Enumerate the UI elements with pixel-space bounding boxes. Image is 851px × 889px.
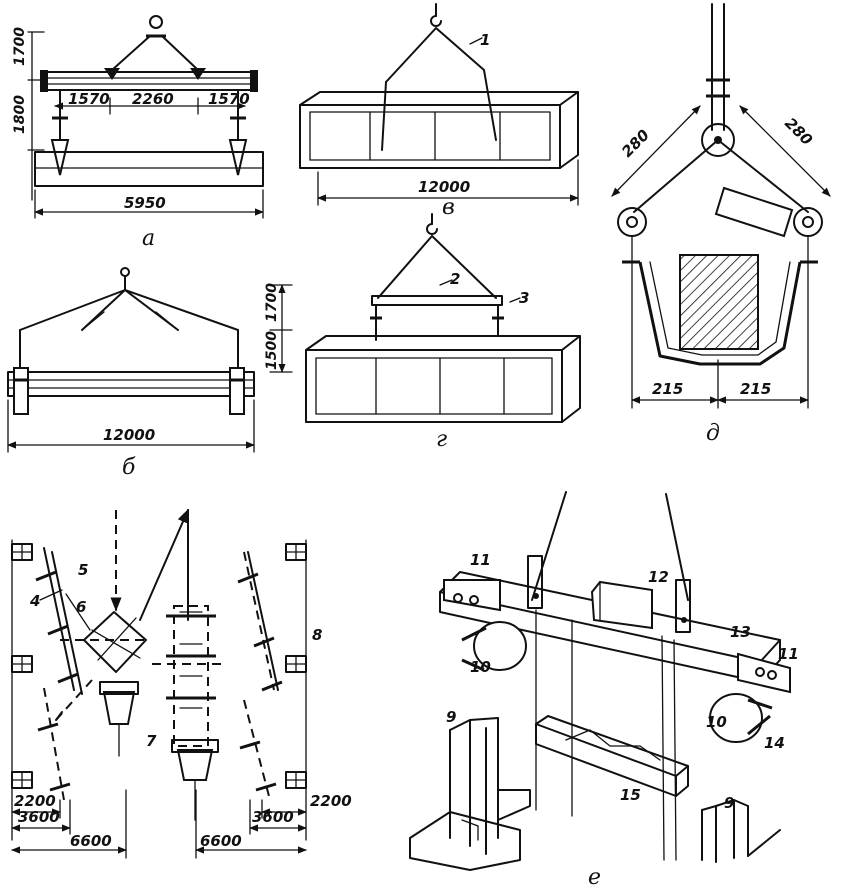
dim-lower-height: 1800 <box>12 95 28 134</box>
label-9a: 9 <box>446 708 456 726</box>
caption-g: г <box>436 427 447 452</box>
label-4: 4 <box>29 592 40 610</box>
label-1: 1 <box>480 31 490 49</box>
label-13: 13 <box>730 623 751 641</box>
panel-b: 1700 1500 12000 б <box>7 267 293 480</box>
dim-d2: 3600 <box>18 808 60 826</box>
panel-v: 1 12000 в <box>299 3 579 220</box>
load-beam <box>7 371 255 397</box>
caption-d: д <box>706 421 720 446</box>
dim-right-arm: 280 <box>781 114 816 149</box>
crane-ropes <box>531 491 689 601</box>
truss-top <box>305 335 581 351</box>
lifting-beam <box>371 295 503 306</box>
label-9b: 9 <box>724 794 734 812</box>
label-3: 3 <box>519 289 529 307</box>
dim-d3: 6600 <box>70 832 112 850</box>
crane-bucket-icon <box>102 691 136 725</box>
column-right <box>701 799 749 863</box>
sling-lines <box>19 289 239 331</box>
sling-clamps <box>104 68 206 80</box>
panel-plan: 5 4 6 7 8 2200 3600 6600 6600 3600 2200 <box>11 508 352 859</box>
dim-top-height: 1700 <box>264 283 280 322</box>
load-truss <box>34 151 264 187</box>
traverse-beam <box>44 71 254 91</box>
dim-d4: 6600 <box>200 832 242 850</box>
label-14: 14 <box>764 734 785 752</box>
label-11a: 11 <box>470 551 491 569</box>
panel-g: 2 3 г <box>305 213 581 452</box>
label-10b: 10 <box>706 713 727 731</box>
dim-mid: 2260 <box>132 90 174 108</box>
dim-top-height: 1700 <box>12 27 28 66</box>
column-markers-right <box>285 543 307 789</box>
dim-d5: 3600 <box>252 808 294 826</box>
caption-v: в <box>442 195 455 220</box>
sling-lines <box>111 35 199 71</box>
label-11b: 11 <box>778 645 799 663</box>
caption-e: е <box>588 865 601 889</box>
dim-left-half: 215 <box>652 380 683 398</box>
column-left <box>449 717 499 855</box>
counterweight <box>714 186 794 238</box>
hanging-chains <box>535 609 677 861</box>
dim-left-arm: 280 <box>618 126 653 161</box>
winch-drum-left <box>473 621 527 671</box>
truss-in-plan <box>173 605 209 747</box>
label-6: 6 <box>76 598 86 616</box>
dim-span: 12000 <box>418 178 470 196</box>
label-8: 8 <box>312 626 322 644</box>
hook-icon <box>430 3 442 27</box>
label-12: 12 <box>648 568 669 586</box>
hook-icon <box>426 213 438 235</box>
dim-span: 12000 <box>103 426 155 444</box>
dim-d1: 2200 <box>14 792 56 810</box>
column-markers-left <box>11 543 33 789</box>
label-5: 5 <box>78 561 88 579</box>
label-10a: 10 <box>470 658 491 676</box>
sling-lines <box>377 235 497 299</box>
dim-lower-height: 1500 <box>264 331 280 370</box>
panel-a: 1700 1800 1570 2260 1570 5950 а <box>12 15 264 251</box>
sling-lines <box>385 27 485 83</box>
hook-icon <box>146 15 166 38</box>
dim-d6: 2200 <box>310 792 352 810</box>
control-box <box>590 580 653 630</box>
label-7: 7 <box>146 732 157 750</box>
panel-d: 280 280 215 215 д <box>611 3 831 446</box>
rotated-load <box>83 611 147 673</box>
hook-icon <box>120 267 130 277</box>
dim-span: 5950 <box>124 194 166 212</box>
load-block <box>679 254 759 350</box>
label-15: 15 <box>620 786 641 804</box>
caption-a: а <box>142 226 155 251</box>
truss-top <box>299 91 579 106</box>
dim-right-half: 215 <box>740 380 771 398</box>
winch-drum-right <box>709 693 763 743</box>
panel-e: 11 12 13 11 10 10 14 9 15 9 е <box>409 491 799 889</box>
dim-left: 1570 <box>68 90 110 108</box>
label-2: 2 <box>450 270 460 288</box>
suspension-rod <box>711 3 725 131</box>
trough <box>638 261 802 366</box>
caption-b: б <box>122 455 136 480</box>
dim-right: 1570 <box>208 90 250 108</box>
shackle-left <box>617 207 647 237</box>
pulley-icon <box>701 123 735 157</box>
crane-bucket-icon <box>176 749 214 781</box>
